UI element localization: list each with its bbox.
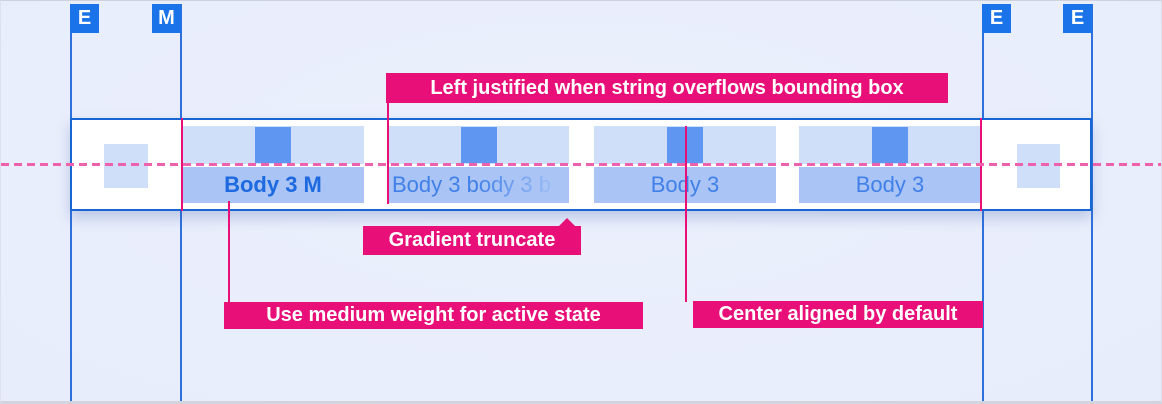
margin-marker-e-right-outer: E [1063,4,1092,33]
tab-label: Body 3 [799,167,981,203]
adjacent-tab-peek-left [104,144,148,188]
tab-icon-placeholder [872,127,908,163]
annotation-gradient-truncate-text: Gradient truncate [388,229,556,251]
tab-label-active: Body 3 M [182,167,364,203]
caret-up-icon [558,218,576,227]
baseline-dashed-guide [1,163,1161,166]
adjacent-tab-peek-right [1017,144,1060,188]
margin-marker-e-right: E [982,4,1011,33]
tab-icon-placeholder [255,127,291,163]
leader-line-left-justified [387,102,389,204]
leader-line-medium-weight [228,201,230,303]
margin-guide-line-right-outer-e [1091,4,1093,401]
annotation-center-aligned: Center aligned by default [693,301,983,328]
tab-item-active[interactable]: Body 3 M [182,126,364,203]
margin-marker-m: M [152,4,181,33]
tab-icon-placeholder [461,127,497,163]
annotation-medium-weight: Use medium weight for active state [224,302,643,329]
leader-line-center-aligned [685,126,687,302]
tab-item[interactable]: Body 3 [799,126,981,203]
margin-marker-e-left: E [70,4,99,33]
annotation-left-justified: Left justified when string overflows bou… [386,73,948,103]
annotation-gradient-truncate: Gradient truncate [363,218,581,255]
tab-label-truncated: Body 3 body 3 b [389,167,569,203]
